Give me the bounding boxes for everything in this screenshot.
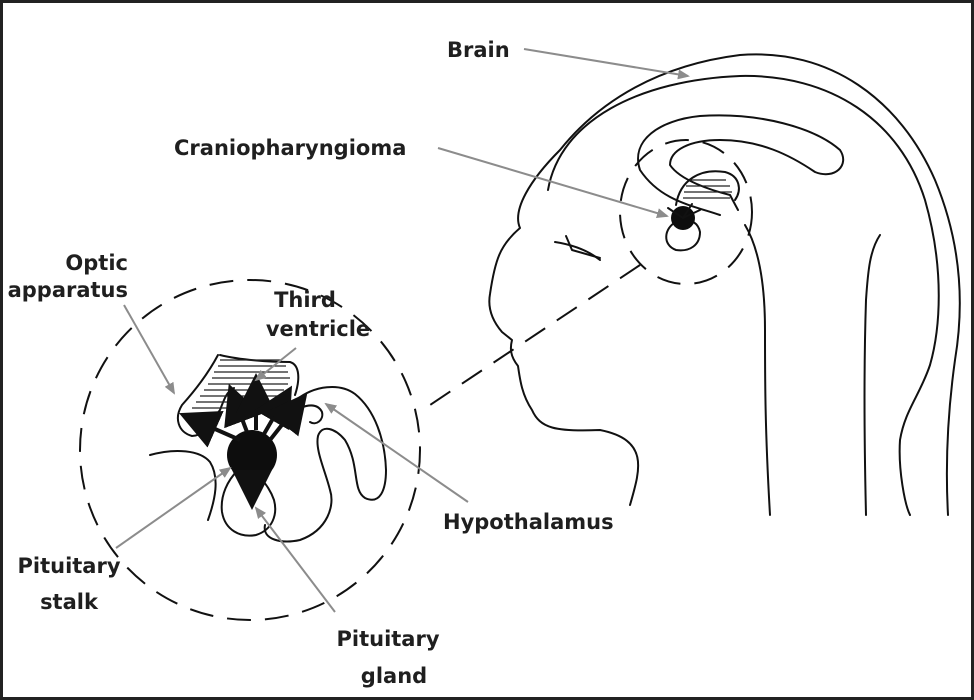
label-hypothalamus: Hypothalamus bbox=[443, 510, 614, 534]
pituitary-gland-outline bbox=[222, 470, 276, 536]
label-optic-line1: Optic bbox=[65, 251, 128, 275]
label-gland-line2: gland bbox=[361, 664, 427, 688]
label-optic-line2: apparatus bbox=[8, 278, 128, 302]
label-stalk-line1: Pituitary bbox=[17, 554, 120, 578]
label-third-line1: Third bbox=[274, 288, 336, 312]
corpus-callosum bbox=[638, 115, 843, 215]
pointer-brain bbox=[524, 49, 688, 76]
pointer-third-ventricle bbox=[256, 348, 296, 380]
label-craniopharyngioma: Craniopharyngioma bbox=[174, 136, 406, 160]
head-outline bbox=[489, 54, 960, 515]
label-brain: Brain bbox=[447, 38, 510, 62]
head-profile bbox=[430, 54, 960, 515]
eye bbox=[566, 236, 600, 258]
pointer-stalk bbox=[116, 468, 230, 548]
zoom-connector bbox=[430, 265, 640, 405]
neck-back-inner bbox=[865, 235, 881, 515]
hypothalamus-inner bbox=[300, 405, 322, 423]
labels: Brain Craniopharyngioma Optic apparatus … bbox=[8, 38, 614, 688]
brainstem bbox=[745, 225, 770, 515]
label-third-line2: ventricle bbox=[266, 317, 370, 341]
pointer-optic bbox=[124, 305, 174, 393]
pointer-hypothalamus bbox=[326, 404, 468, 502]
label-stalk-line2: stalk bbox=[40, 590, 99, 614]
hypothalamus-outline bbox=[265, 387, 386, 541]
third-ventricle-hatching bbox=[192, 360, 290, 408]
label-gland-line1: Pituitary bbox=[336, 627, 439, 651]
